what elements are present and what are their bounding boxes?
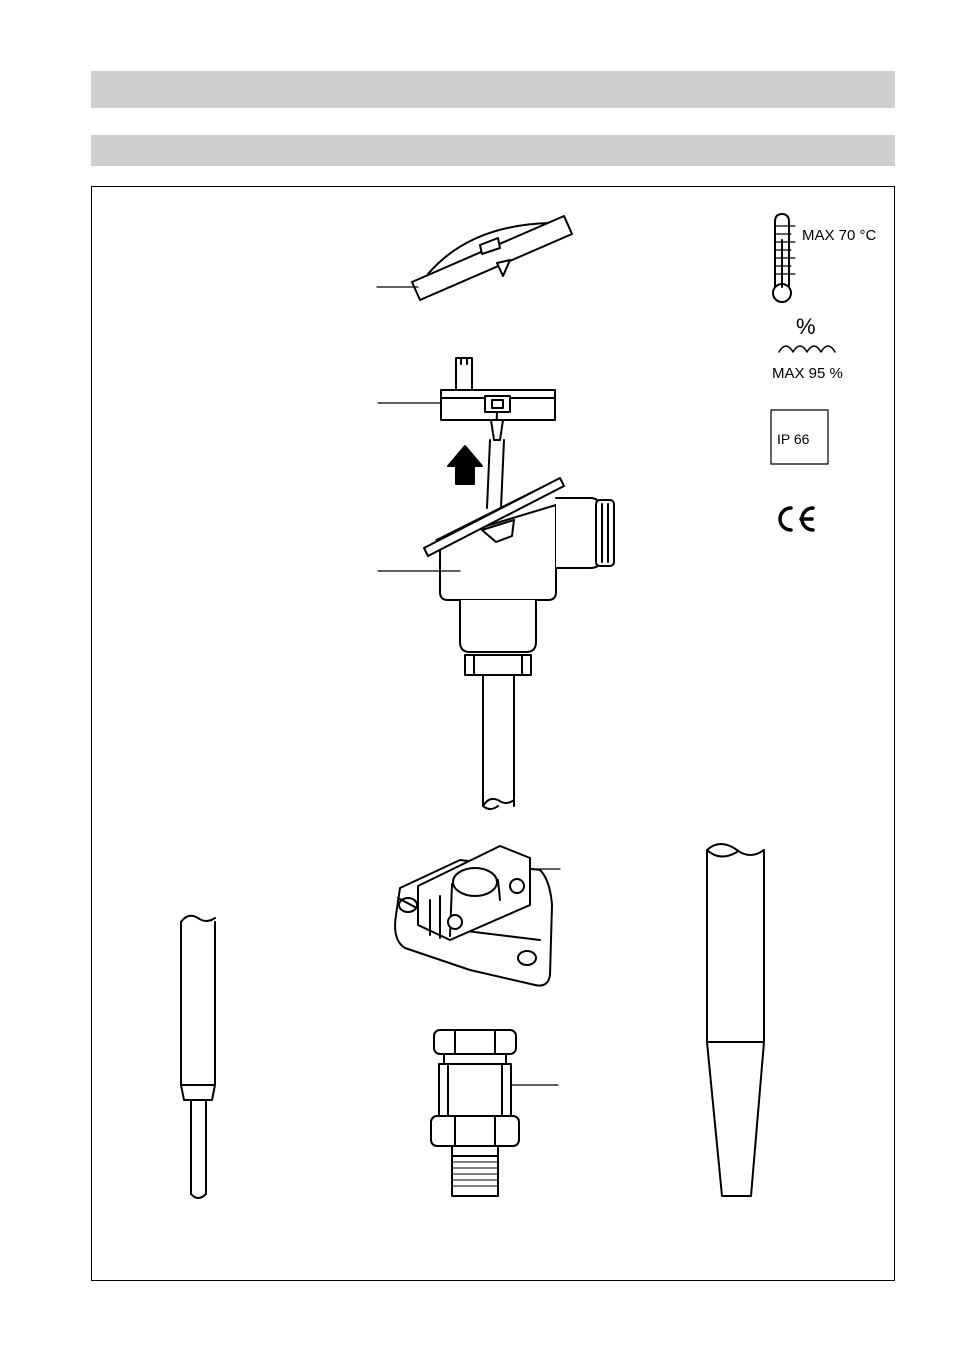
mounting-flange [394,845,553,987]
humidity-label: MAX 95 % [772,365,843,382]
thermometer-icon [772,213,796,303]
arrow-up-icon [447,445,483,485]
slim-probe [180,914,216,1199]
tapered-thermowell [706,843,765,1197]
header-bar-primary [91,71,895,108]
illustration-frame [91,186,895,1281]
ip-rating-box [770,409,829,465]
compression-fitting [430,1029,520,1197]
humidity-icon [778,345,836,353]
connection-housing [423,477,615,601]
ce-mark-icon [778,506,815,532]
housing-cover [411,215,573,301]
terminal-insert [440,357,556,441]
header-bar-secondary [91,135,895,166]
ip-rating-label: IP 66 [777,431,810,447]
temperature-label: MAX 70 °C [802,227,877,244]
humidity-percent-symbol: % [796,314,816,339]
probe-neck [459,599,537,810]
